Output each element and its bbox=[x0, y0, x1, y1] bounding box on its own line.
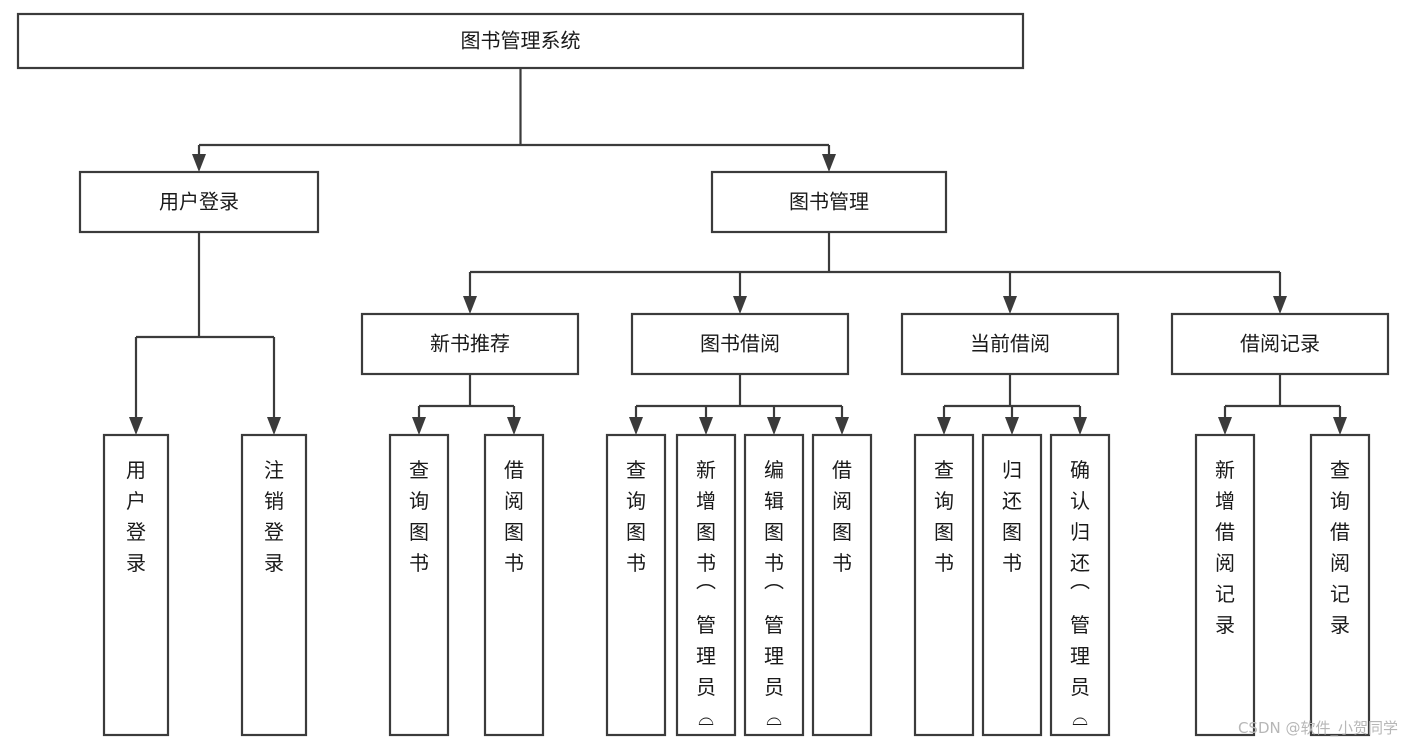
node-box[interactable] bbox=[675, 433, 737, 737]
node-label: 图书借阅 bbox=[700, 332, 780, 356]
node-label: 借阅图书 bbox=[832, 458, 852, 575]
node-box[interactable] bbox=[16, 12, 1025, 70]
arrow-head-icon bbox=[1218, 417, 1232, 435]
node-borrow-record[interactable]: 借阅记录 bbox=[1170, 312, 1390, 376]
node-box[interactable] bbox=[1309, 433, 1371, 737]
arrow-head-icon bbox=[822, 154, 836, 172]
node-layer: 图书管理系统用户登录图书管理新书推荐图书借阅当前借阅借阅记录用户登录注销登录查询… bbox=[16, 12, 1390, 737]
arrow-head-icon bbox=[412, 417, 426, 435]
node-current-borrow[interactable]: 当前借阅 bbox=[900, 312, 1120, 376]
node-label: 新书推荐 bbox=[430, 332, 510, 356]
node-label: 图书管理 bbox=[789, 190, 869, 214]
node-box[interactable] bbox=[811, 433, 873, 737]
arrow-head-icon bbox=[767, 417, 781, 435]
node-book-manage[interactable]: 图书管理 bbox=[710, 170, 948, 234]
node-label: 当前借阅 bbox=[970, 332, 1050, 356]
node-label: 图书管理系统 bbox=[461, 29, 581, 53]
arrow-head-icon bbox=[1005, 417, 1019, 435]
node-box[interactable] bbox=[900, 312, 1120, 376]
node-box[interactable] bbox=[981, 433, 1043, 737]
node-label: 查询借阅记录 bbox=[1330, 458, 1350, 637]
node-leaf-borrow-book-br[interactable]: 借阅图书 bbox=[811, 433, 873, 737]
arrow-head-icon bbox=[463, 296, 477, 314]
node-box[interactable] bbox=[240, 433, 308, 737]
arrow-head-icon bbox=[1273, 296, 1287, 314]
node-label: 查询图书 bbox=[934, 458, 954, 575]
node-label: 归还图书 bbox=[1002, 458, 1022, 575]
arrow-head-icon bbox=[835, 417, 849, 435]
node-box[interactable] bbox=[710, 170, 948, 234]
node-label: 注销登录 bbox=[264, 458, 284, 575]
node-box[interactable] bbox=[1194, 433, 1256, 737]
arrow-head-icon bbox=[1333, 417, 1347, 435]
node-box[interactable] bbox=[605, 433, 667, 737]
arrow-head-icon bbox=[507, 417, 521, 435]
node-box[interactable] bbox=[743, 433, 805, 737]
node-label: 查询图书 bbox=[626, 458, 646, 575]
connector-layer bbox=[129, 68, 1347, 435]
arrow-head-icon bbox=[629, 417, 643, 435]
node-book-borrow[interactable]: 图书借阅 bbox=[630, 312, 850, 376]
node-label: 借阅记录 bbox=[1240, 332, 1320, 356]
node-new-book-recommend[interactable]: 新书推荐 bbox=[360, 312, 580, 376]
arrow-head-icon bbox=[267, 417, 281, 435]
node-leaf-confirm-return[interactable]: 确认归还⌒管理员⌓ bbox=[1049, 433, 1111, 737]
node-leaf-user-logout[interactable]: 注销登录 bbox=[240, 433, 308, 737]
node-leaf-query-record[interactable]: 查询借阅记录 bbox=[1309, 433, 1371, 737]
node-box[interactable] bbox=[102, 433, 170, 737]
node-label: 用户登录 bbox=[126, 458, 146, 575]
node-leaf-query-book-cb[interactable]: 查询图书 bbox=[913, 433, 975, 737]
node-box[interactable] bbox=[78, 170, 320, 234]
csdn-watermark: CSDN @软件_小贺同学 bbox=[1238, 719, 1398, 738]
node-leaf-query-book-br[interactable]: 查询图书 bbox=[605, 433, 667, 737]
arrow-head-icon bbox=[699, 417, 713, 435]
node-box[interactable] bbox=[913, 433, 975, 737]
node-box[interactable] bbox=[483, 433, 545, 737]
node-box[interactable] bbox=[1049, 433, 1111, 737]
node-label: 编辑图书⌒管理员⌓ bbox=[764, 458, 784, 730]
node-leaf-add-record[interactable]: 新增借阅记录 bbox=[1194, 433, 1256, 737]
node-leaf-user-login[interactable]: 用户登录 bbox=[102, 433, 170, 737]
node-box[interactable] bbox=[1170, 312, 1390, 376]
node-leaf-add-book[interactable]: 新增图书⌒管理员⌓ bbox=[675, 433, 737, 737]
node-label: 确认归还⌒管理员⌓ bbox=[1070, 458, 1090, 730]
node-label: 借阅图书 bbox=[504, 458, 524, 575]
node-leaf-edit-book[interactable]: 编辑图书⌒管理员⌓ bbox=[743, 433, 805, 737]
node-label: 用户登录 bbox=[159, 190, 239, 214]
node-leaf-return-book[interactable]: 归还图书 bbox=[981, 433, 1043, 737]
arrow-head-icon bbox=[129, 417, 143, 435]
arrow-head-icon bbox=[1073, 417, 1087, 435]
node-root[interactable]: 图书管理系统 bbox=[16, 12, 1025, 70]
node-leaf-query-book-rec[interactable]: 查询图书 bbox=[388, 433, 450, 737]
node-box[interactable] bbox=[360, 312, 580, 376]
node-label: 新增借阅记录 bbox=[1215, 458, 1235, 637]
node-leaf-borrow-book-rec[interactable]: 借阅图书 bbox=[483, 433, 545, 737]
node-user-login[interactable]: 用户登录 bbox=[78, 170, 320, 234]
arrow-head-icon bbox=[733, 296, 747, 314]
node-label: 查询图书 bbox=[409, 458, 429, 575]
node-label: 新增图书⌒管理员⌓ bbox=[696, 458, 716, 730]
arrow-head-icon bbox=[192, 154, 206, 172]
arrow-head-icon bbox=[937, 417, 951, 435]
arrow-head-icon bbox=[1003, 296, 1017, 314]
node-box[interactable] bbox=[630, 312, 850, 376]
node-box[interactable] bbox=[388, 433, 450, 737]
